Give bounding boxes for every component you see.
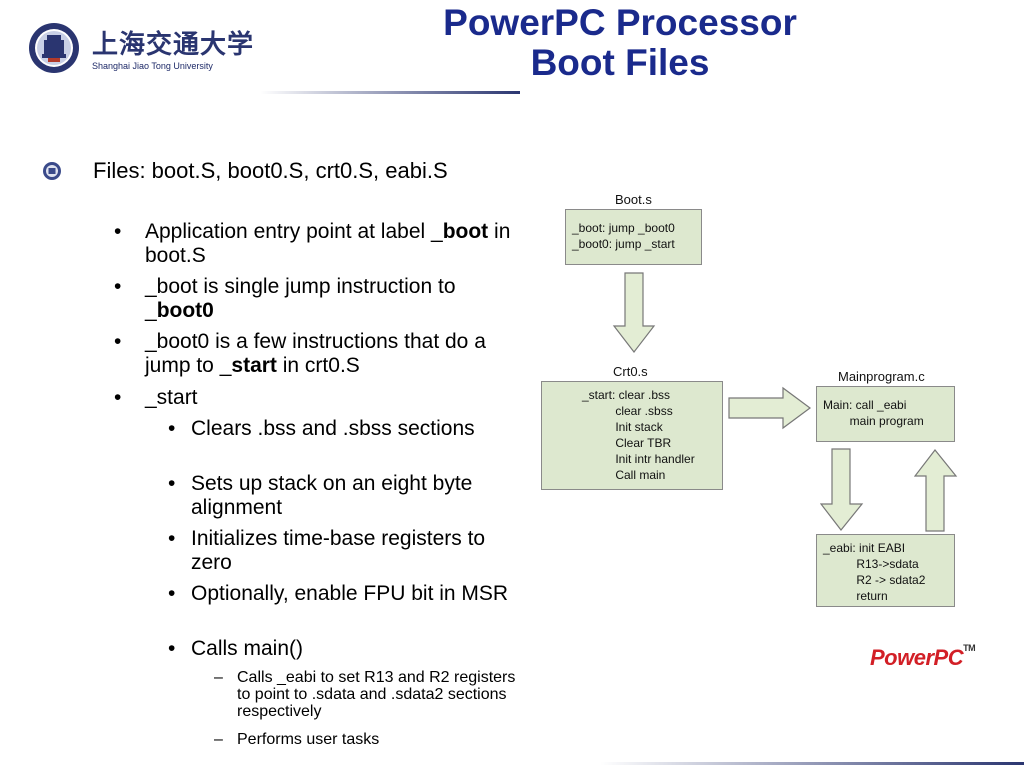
footer-line: [600, 762, 1024, 765]
code-line: _start: clear .bss: [582, 388, 671, 402]
boot0-text: _boot0 is a few instructions that do a j…: [145, 330, 486, 377]
code-line: _boot0: jump _start: [572, 237, 675, 251]
university-name-english: Shanghai Jiao Tong University: [92, 61, 213, 71]
title-line-2: Boot Files: [530, 42, 710, 83]
page-title: PowerPC Processor Boot Files: [370, 3, 870, 83]
sub-bullet-timebase: Initializes time-base registers to zero: [168, 527, 521, 575]
code-line: _eabi: init EABI: [823, 541, 906, 555]
powerpc-logo-text: PowerPC: [870, 645, 964, 670]
entry-text-end: in boot.S: [145, 220, 511, 267]
arrow-down-icon: [612, 272, 656, 353]
code-line: Init stack: [582, 420, 663, 434]
university-seal-icon: [29, 23, 79, 73]
code-line: main program: [823, 414, 924, 428]
crt0-file-box: _start: clear .bss clear .sbss Init stac…: [541, 381, 723, 490]
crt0-file-label: Crt0.s: [613, 364, 648, 379]
boot-file-box: _boot: jump _boot0 _boot0: jump _start: [565, 209, 702, 265]
bullet-start: _start: [114, 386, 515, 410]
code-line: R2 -> sdata2: [823, 573, 926, 587]
bullet-boot0: _boot0 is a few instructions that do a j…: [114, 330, 515, 378]
boot-bold: boot0: [156, 299, 214, 322]
code-line: return: [823, 589, 888, 603]
entry-text: Application entry point at label _: [145, 220, 443, 243]
arrow-up-icon: [914, 449, 958, 532]
bullet-boot: _boot is single jump instruction to _boo…: [114, 275, 515, 323]
subsub-bullet-user: Performs user tasks: [214, 731, 517, 748]
eabi-file-box: _eabi: init EABI R13->sdata R2 -> sdata2…: [816, 534, 955, 607]
bullet-entry-point: Application entry point at label _boot i…: [114, 220, 515, 268]
code-line: Init intr handler: [582, 452, 695, 466]
code-line: R13->sdata: [823, 557, 919, 571]
university-name-chinese: 上海交通大学: [92, 30, 255, 60]
code-line: Main: call _eabi: [823, 398, 907, 412]
arrow-right-icon: [728, 386, 812, 430]
bullet-seal-icon: [43, 162, 61, 180]
boot-file-label: Boot.s: [615, 192, 652, 207]
sub-bullet-main: Calls main(): [168, 637, 521, 661]
boot-text: _boot is single jump instruction to _: [145, 275, 456, 322]
trademark-symbol: TM: [963, 643, 976, 653]
code-line: clear .sbss: [582, 404, 673, 418]
mainprogram-file-box: Main: call _eabi main program: [816, 386, 955, 442]
powerpc-logo: PowerPCTM: [870, 643, 976, 671]
title-line-1: PowerPC Processor: [443, 2, 797, 43]
subsub-bullet-eabi: Calls _eabi to set R13 and R2 registers …: [214, 669, 517, 720]
entry-bold: boot: [442, 220, 489, 243]
code-line: Clear TBR: [582, 436, 672, 450]
mainprogram-file-label: Mainprogram.c: [838, 369, 925, 384]
bullet-files: Files: boot.S, boot0.S, crt0.S, eabi.S: [93, 158, 448, 183]
code-line: Call main: [582, 468, 666, 482]
boot0-bold: start: [231, 354, 277, 377]
arrow-down-icon: [820, 448, 864, 531]
title-underline: [260, 91, 520, 94]
sub-bullet-fpu: Optionally, enable FPU bit in MSR: [168, 582, 521, 606]
sub-bullet-bss: Clears .bss and .sbss sections: [168, 417, 521, 441]
sub-bullet-stack: Sets up stack on an eight byte alignment: [168, 472, 521, 520]
code-line: _boot: jump _boot0: [572, 221, 675, 235]
boot0-text-end: in crt0.S: [276, 354, 360, 377]
